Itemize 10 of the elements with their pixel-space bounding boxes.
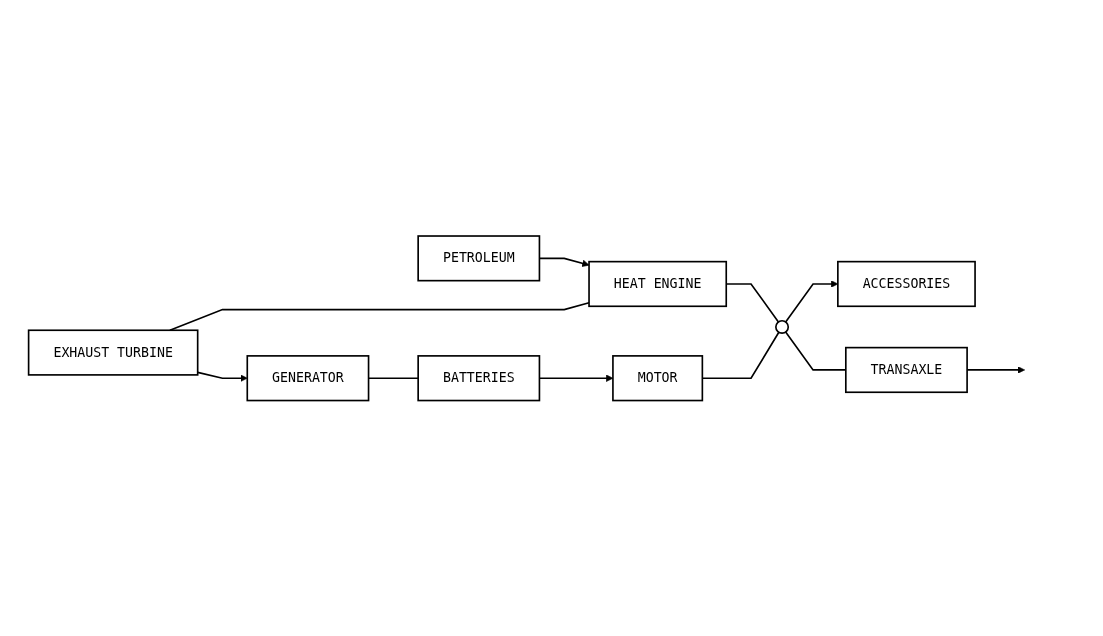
node-box: HEAT ENGINE (588, 260, 728, 307)
arrow (196, 371, 248, 382)
node-box: TRANSAXLE (845, 346, 968, 393)
node-box: PETROLEUM (417, 234, 541, 282)
node-box: BATTERIES (417, 354, 541, 402)
node-box: MOTOR (612, 354, 704, 402)
node-box: EXHAUST TURBINE (27, 329, 199, 376)
node-box: ACCESSORIES (837, 260, 976, 307)
node-box: GENERATOR (246, 354, 370, 402)
node-circle (775, 319, 790, 334)
